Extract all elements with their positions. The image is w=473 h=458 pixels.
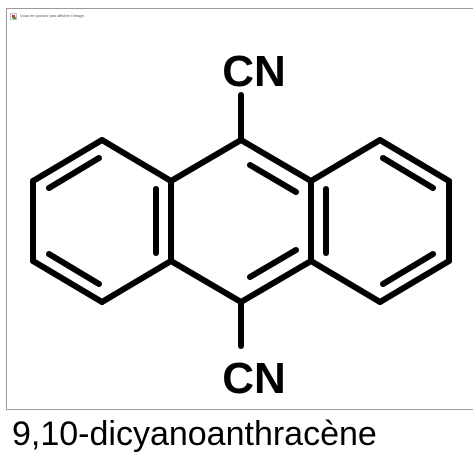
bond: [99, 258, 174, 305]
double-bond-inner: [46, 251, 102, 287]
bond: [168, 258, 244, 305]
bond: [30, 258, 105, 305]
bond: [308, 137, 383, 184]
molecule-structure: CN CN: [30, 47, 452, 403]
top-cn-label: CN: [222, 47, 286, 96]
bond: [30, 137, 105, 184]
bottom-cn-label: CN: [222, 354, 286, 403]
bond: [238, 137, 314, 184]
double-bond-inner: [380, 251, 436, 287]
molecule-bonds: [30, 92, 452, 349]
double-bond-inner: [247, 247, 299, 280]
broken-image-icon: [10, 12, 17, 20]
double-bond-inner: [247, 162, 299, 195]
molecule-caption: 9,10-dicyanoanthracène: [12, 415, 377, 453]
bond: [377, 258, 452, 305]
bond: [308, 258, 383, 305]
bond: [168, 137, 244, 184]
double-bond-inner: [380, 155, 436, 191]
bond: [238, 258, 314, 305]
double-bond-inner: [46, 155, 102, 191]
bond: [99, 137, 174, 184]
bond: [377, 137, 452, 184]
broken-image-placeholder: Vous ne pouvez pas afficher l'image.: [10, 12, 85, 20]
broken-image-text: Vous ne pouvez pas afficher l'image.: [20, 13, 85, 18]
